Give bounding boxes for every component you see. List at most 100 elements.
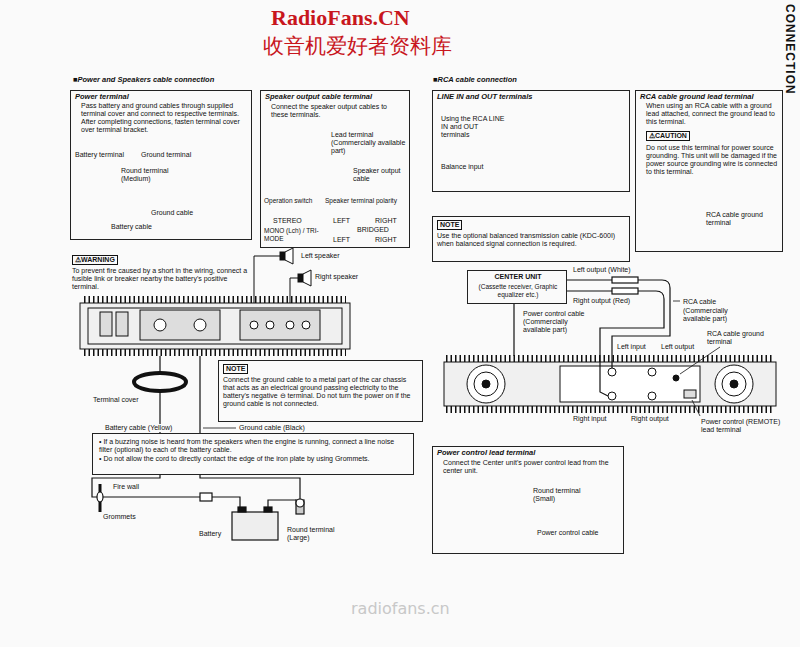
- amplifier: [286, 321, 294, 329]
- body-text: When using an RCA cable with a ground le…: [646, 102, 780, 126]
- part-label: Fire wall: [112, 483, 140, 491]
- battery-wiring: [268, 500, 296, 507]
- table-cell: MONO (Lch) / TRI-MODE: [264, 227, 321, 242]
- rca-cable: [600, 291, 664, 396]
- amplifier: [80, 303, 350, 349]
- amplifier: [684, 390, 696, 398]
- battery-wiring: [296, 499, 304, 507]
- amplifier: [673, 375, 679, 381]
- amplifier: [474, 372, 498, 396]
- unit-note: (Cassette receiver, Graphic equalizer et…: [470, 283, 566, 298]
- body-text: Battery terminal: [75, 151, 124, 159]
- body-text: Balance input: [441, 163, 505, 171]
- part-label: Ground cable (Black): [238, 424, 306, 432]
- battery-wiring: [232, 512, 278, 540]
- body-text: Using the RCA LINE IN and OUT terminals: [441, 115, 505, 139]
- amplifier: [84, 296, 346, 303]
- unit-name: CENTER UNIT: [468, 273, 568, 281]
- body-text: To prevent fire caused by a short in the…: [72, 267, 248, 291]
- body-text: Round terminal (Medium): [121, 167, 173, 183]
- watermark: 收音机爱好者资料库: [262, 34, 453, 58]
- body-text: Pass battery and ground cables through s…: [81, 102, 249, 134]
- amplifier: [648, 368, 656, 376]
- body-text: Use the optional balanced transmission c…: [437, 232, 627, 248]
- part-label: Power control (REMOTE) lead terminal: [700, 418, 786, 434]
- speaker-wire: [280, 252, 285, 260]
- body-text: Speaker output cable: [353, 167, 409, 183]
- amplifier: [715, 365, 753, 403]
- part-label: Left output (White): [572, 266, 632, 274]
- panel-box: RCA cable ground lead terminalWhen using…: [635, 90, 783, 252]
- speaker-wire: [303, 270, 311, 286]
- panel-heading: LINE IN and OUT terminals: [437, 93, 627, 101]
- watermark: RadioFans.CN: [270, 6, 411, 30]
- amplifier: [648, 392, 656, 400]
- amplifier: [88, 308, 342, 344]
- note-tag: ⚠WARNING: [72, 255, 118, 265]
- amplifier: [446, 406, 774, 413]
- battery-wiring: [97, 492, 103, 502]
- body-text: Connect the ground cable to a metal part…: [223, 376, 419, 408]
- part-label: Right output: [630, 415, 670, 423]
- battery-wiring: [238, 507, 246, 512]
- section-heading: ■RCA cable connection: [432, 76, 518, 84]
- amplifier: [194, 319, 206, 331]
- body-text: LEFT: [333, 217, 350, 225]
- body-text: RIGHT: [375, 236, 397, 244]
- amplifier: [140, 310, 220, 340]
- speaker-wire: [285, 248, 293, 264]
- amplifier: [84, 349, 346, 356]
- table-cell: Operation switch: [264, 197, 321, 205]
- body-text: Ground terminal: [141, 151, 191, 159]
- amplifier: [250, 321, 258, 329]
- body-text: RCA cable ground terminal: [706, 211, 780, 227]
- body-text: Round terminal (Small): [533, 487, 585, 503]
- watermark: radiofans.cn: [350, 600, 451, 618]
- body-text: STEREO: [273, 217, 302, 225]
- body-text: Battery cable: [111, 223, 152, 231]
- panel-box: NOTEUse the optional balanced transmissi…: [432, 216, 630, 262]
- rca-cable: [513, 304, 514, 356]
- body-text: Connect the Center unit's power control …: [443, 459, 621, 475]
- rca-cable: [612, 288, 638, 294]
- part-label: Power control cable (Commercially availa…: [522, 310, 596, 334]
- battery-wiring: [203, 428, 236, 429]
- battery-wiring: [134, 373, 186, 391]
- panel-box: Power terminalPass battery and ground ca…: [70, 90, 252, 240]
- body-text: Do not use this terminal for power sourc…: [646, 144, 780, 176]
- amplifier: [444, 359, 776, 410]
- amplifier: [240, 310, 320, 340]
- amplifier: [560, 366, 700, 402]
- part-label: Round terminal (Large): [286, 526, 340, 542]
- body-text: Ground cable: [151, 209, 193, 217]
- part-label: Grommets: [102, 513, 137, 521]
- part-label: RCA cable: [682, 298, 717, 306]
- rca-cable: [673, 301, 680, 302]
- body-text: BRIDGED: [357, 226, 389, 234]
- panel-heading: RCA cable ground lead terminal: [640, 93, 780, 101]
- panel-heading: Power control lead terminal: [437, 449, 621, 457]
- table-rule: [260, 194, 410, 248]
- panel-heading: Speaker output cable terminal: [265, 93, 407, 101]
- rca-cable: [680, 347, 720, 374]
- panel-box: • If a buzzing noise is heard from the s…: [92, 433, 414, 475]
- amplifier: [100, 312, 112, 336]
- body-text: • If a buzzing noise is heard from the s…: [99, 438, 409, 454]
- part-label: Left input: [616, 343, 647, 351]
- body-text: LEFT: [333, 236, 350, 244]
- panel-box: Power control lead terminalConnect the C…: [432, 446, 624, 554]
- body-text: Connect the speaker output cables to the…: [271, 103, 406, 119]
- panel-box: NOTE Connect the ground cable to a metal …: [218, 360, 423, 422]
- panel-box: ⚠WARNING To prevent fire caused by a shor…: [70, 255, 250, 295]
- rca-cable: [612, 277, 638, 283]
- part-label: RCA cable ground terminal: [706, 330, 778, 346]
- part-label: Left output: [660, 343, 695, 351]
- amplifier: [80, 300, 350, 353]
- body-text: • Do not allow the cord to directly cont…: [99, 455, 409, 463]
- amplifier: [446, 355, 774, 362]
- amplifier: [444, 362, 776, 406]
- panel-heading: Power terminal: [75, 93, 249, 101]
- part-label: Terminal cover: [92, 396, 140, 404]
- note-tag: NOTE: [223, 364, 248, 374]
- section-heading: ■Power and Speakers cable connection: [72, 76, 215, 84]
